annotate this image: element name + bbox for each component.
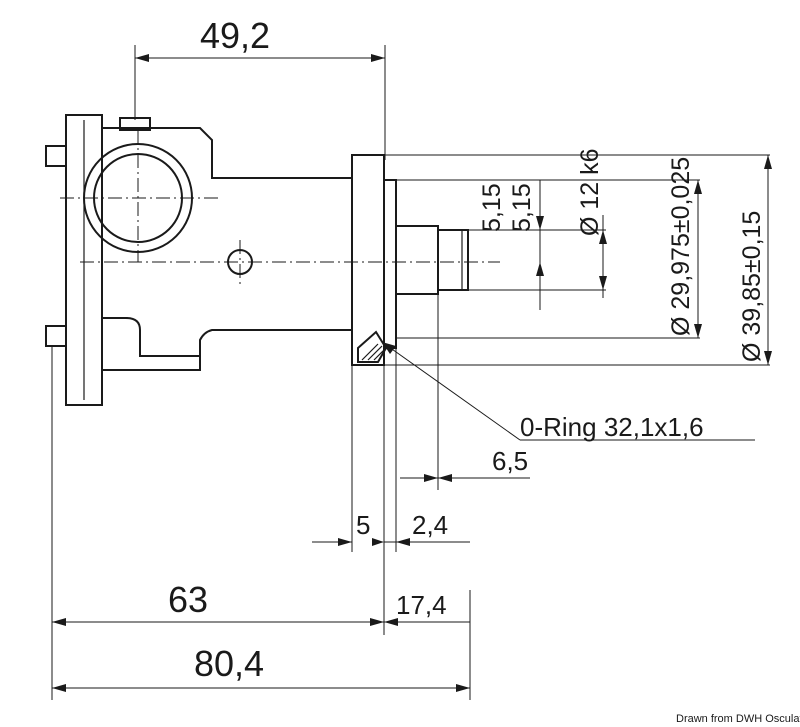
dimension-2-4: 2,4 — [412, 510, 448, 540]
dimension-lines — [51, 45, 772, 700]
dimension-63: 63 — [168, 579, 208, 620]
pump-body — [45, 114, 469, 406]
dimension-49-2: 49,2 — [200, 15, 270, 56]
o-ring-callout: 0-Ring 32,1x1,6 — [520, 412, 704, 442]
dimension-80-4: 80,4 — [194, 643, 264, 684]
dimension-17-4: 17,4 — [396, 590, 447, 620]
center-lines — [60, 130, 500, 284]
dimension-diameter-29-975: Ø 29,975±0,025 — [667, 157, 695, 336]
dimension-diameter-39-85: Ø 39,85±0,15 — [738, 211, 766, 362]
dimension-5-15-b: 5,15 — [508, 183, 536, 232]
dimension-5: 5 — [356, 510, 370, 540]
dimension-6-5: 6,5 — [492, 446, 528, 476]
dimension-5-15-a: 5,15 — [478, 183, 506, 232]
drawing-credit: Drawn from DWH Osculati Srl — [676, 713, 800, 725]
dimension-shaft-diameter: Ø 12 k6 — [576, 148, 604, 236]
